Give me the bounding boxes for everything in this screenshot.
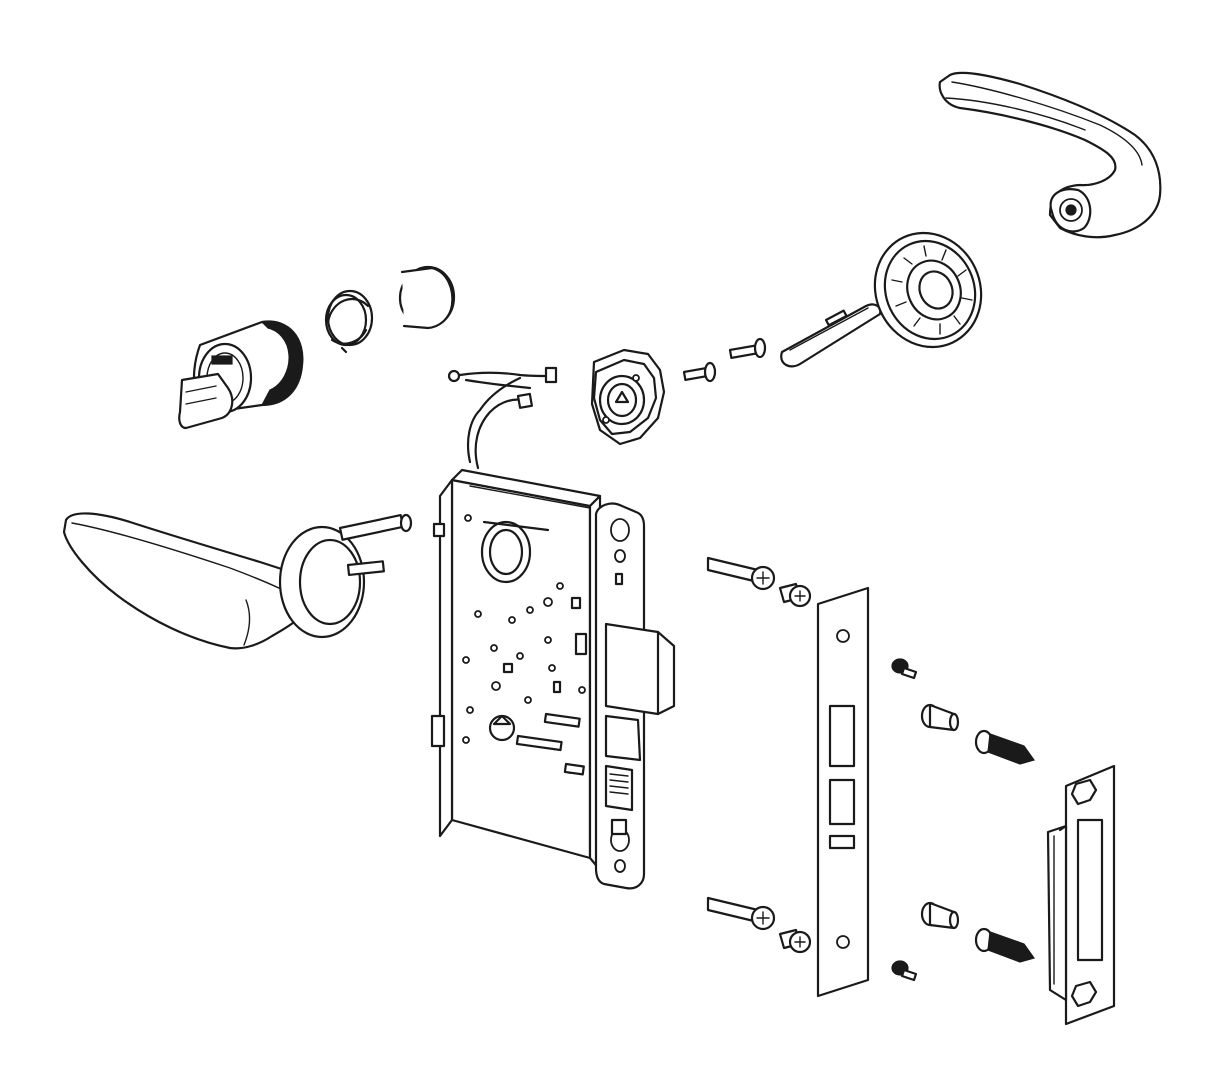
cylinder-spring	[324, 289, 374, 354]
strike-wood-screw	[974, 729, 1035, 963]
wire-harness	[447, 366, 558, 470]
spindle-pin	[728, 337, 767, 359]
cylinder-collar	[398, 265, 456, 330]
mounting-plate	[590, 348, 666, 446]
outside-lever	[938, 71, 1162, 239]
lever-spindle	[780, 303, 882, 368]
lock-body-screw	[706, 556, 776, 931]
armor-front	[816, 586, 870, 998]
inside-lever	[62, 512, 413, 650]
strike-plate	[1046, 764, 1116, 1026]
spindle-screw	[682, 361, 717, 383]
inside-rose	[873, 231, 983, 349]
strike-post	[920, 703, 960, 930]
faceplate-screw	[778, 582, 812, 954]
mortise-lock-body	[430, 468, 676, 890]
cylinder-key	[178, 372, 234, 430]
armor-screw	[891, 658, 918, 982]
